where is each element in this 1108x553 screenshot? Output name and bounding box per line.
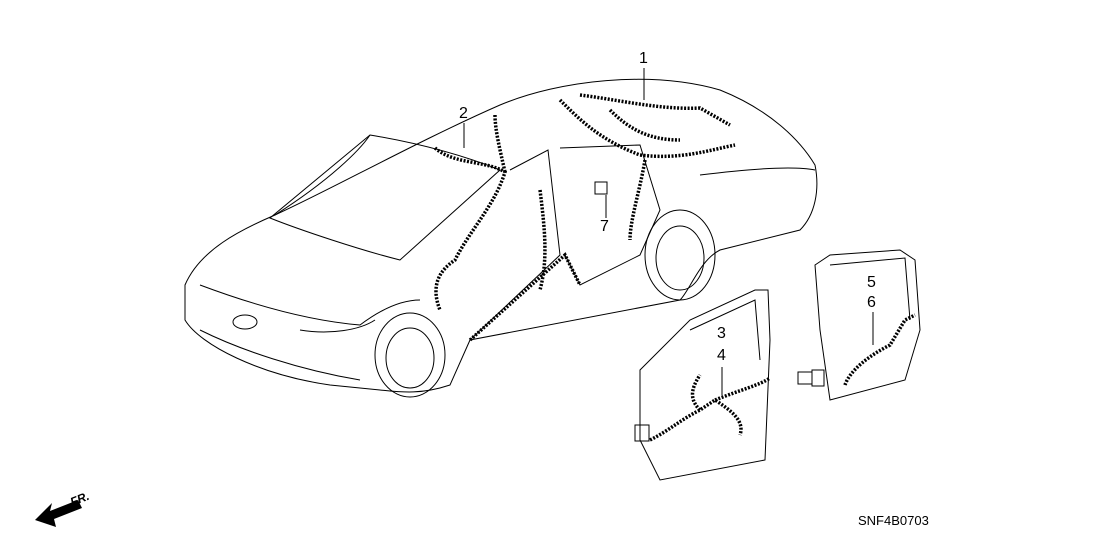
- callout-2: 2: [459, 105, 468, 122]
- callout-5: 5: [867, 274, 876, 291]
- callout-4: 4: [717, 347, 726, 364]
- diagram-code: SNF4B0703: [858, 513, 929, 528]
- callout-3: 3: [717, 325, 726, 342]
- car-body: [184, 78, 818, 398]
- front-door: [634, 289, 772, 481]
- callout-7: 7: [600, 218, 609, 235]
- rear-door: [797, 249, 921, 401]
- harnesses: [433, 93, 736, 342]
- callout-1: 1: [639, 50, 648, 67]
- callout-6: 6: [867, 294, 876, 311]
- leader-lines: [463, 68, 874, 395]
- front-direction-arrow-icon: [35, 500, 82, 527]
